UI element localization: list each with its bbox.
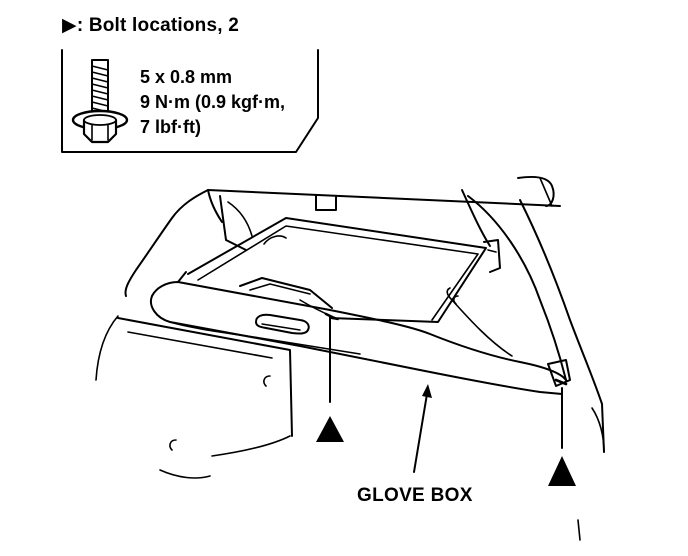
right-edge-trim bbox=[539, 177, 605, 541]
glove-box-tub bbox=[187, 217, 487, 323]
bolt-location-right bbox=[548, 378, 576, 486]
right-side-panel bbox=[446, 189, 605, 453]
dashboard-outline bbox=[124, 176, 561, 297]
glove-box-door bbox=[150, 239, 571, 395]
bolt-location-left bbox=[316, 312, 344, 442]
legend-title-text: : Bolt locations, 2 bbox=[76, 15, 239, 36]
lower-left-panel bbox=[95, 295, 459, 479]
legend-title: ▶: Bolt locations, 2 bbox=[62, 14, 239, 37]
bolt-size-text: 5 x 0.8 mm bbox=[140, 67, 233, 87]
bolt-torque-lbf-text: 7 lbf·ft) bbox=[140, 117, 201, 137]
triangle-marker-icon: ▶ bbox=[62, 15, 77, 36]
bolt-torque-nm-text: 9 N·m (0.9 kgf·m, bbox=[140, 92, 286, 112]
glove-box-leader-line bbox=[413, 384, 432, 473]
bolt-location-marker-icon bbox=[548, 456, 576, 486]
bolt-icon bbox=[71, 59, 129, 144]
bolt-location-marker-icon bbox=[316, 416, 344, 442]
spec-box-frame bbox=[61, 49, 319, 153]
glove-box-label: GLOVE BOX bbox=[357, 485, 473, 506]
